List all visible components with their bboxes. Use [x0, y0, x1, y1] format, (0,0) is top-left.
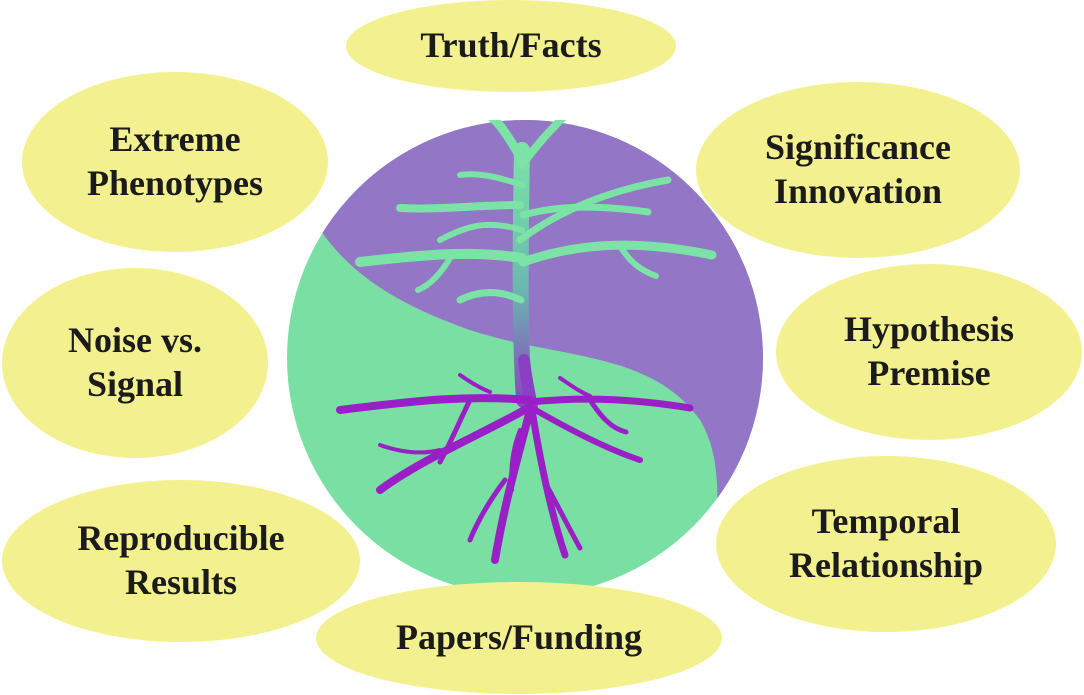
bubble-reproducible-results: Reproducible Results: [2, 480, 360, 642]
yin-yang-tree-illustration: [287, 120, 763, 596]
bubble-significance-innovation: Significance Innovation: [696, 82, 1020, 258]
bubble-label-line-1: Reproducible: [77, 518, 285, 559]
bubble-label-line-1: Temporal: [811, 501, 961, 542]
bubble-label-line-2: Premise: [867, 353, 991, 393]
bubble-label-line-1: Significance: [765, 127, 951, 168]
bubble-label-line-1: Noise vs.: [68, 320, 202, 361]
bubble-label-line-2: Signal: [86, 364, 184, 404]
bubble-label: Papers/Funding: [395, 617, 643, 658]
bubble-label-line-1: Extreme: [109, 119, 241, 160]
bubble-label-line-2: Results: [124, 562, 237, 602]
bubble-label-line-2: Innovation: [773, 171, 943, 211]
tree-roots: [336, 354, 694, 564]
bubble-truth-facts: Truth/Facts: [346, 0, 676, 92]
bubble-label: Truth/Facts: [420, 25, 602, 66]
bubble-label-line-2: Phenotypes: [86, 163, 263, 203]
circle-purple-half: [300, 120, 763, 596]
bubble-extreme-phenotypes: Extreme Phenotypes: [22, 72, 328, 252]
bubble-noise-vs-signal: Noise vs. Signal: [2, 268, 268, 458]
bubble-label-line-2: Relationship: [788, 545, 984, 585]
bubble-temporal-relationship: Temporal Relationship: [716, 456, 1056, 632]
bubble-label-line-1: Hypothesis: [843, 309, 1015, 350]
bubble-hypothesis-premise: Hypothesis Premise: [776, 264, 1082, 440]
bubble-papers-funding: Papers/Funding: [316, 582, 722, 694]
